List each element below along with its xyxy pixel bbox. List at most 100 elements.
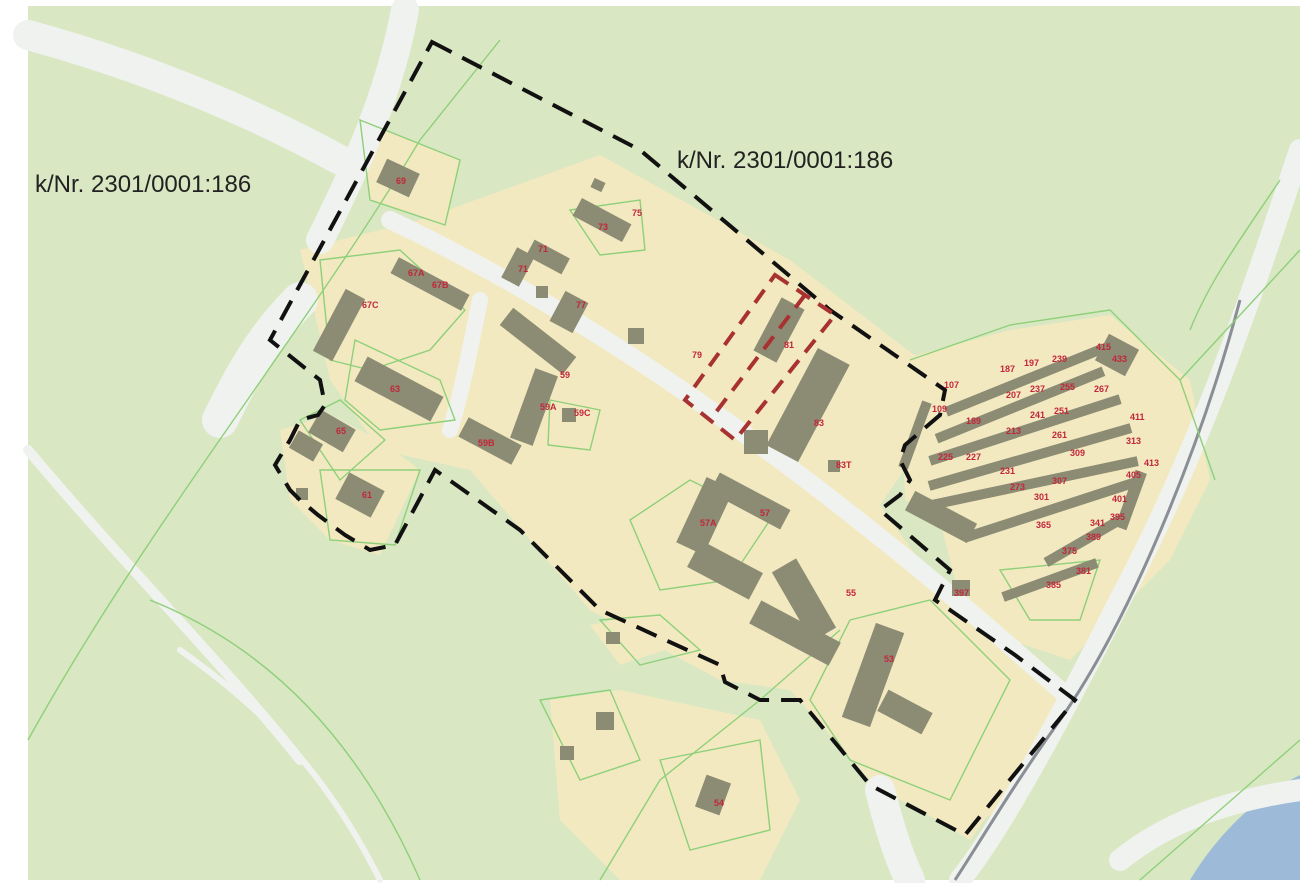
building-number: 415 [1096,342,1111,352]
building-number: 413 [1144,458,1159,468]
parcel-line-19 [1189,179,1281,331]
building-number: 341 [1090,518,1105,528]
parcel-line-5 [298,399,387,482]
building-number: 83 [814,418,824,428]
building-54 [694,774,732,816]
road-south [865,775,925,883]
cluster-row-2 [934,366,1106,444]
parcel-line-8 [547,399,601,451]
parcel-line-20 [149,599,421,881]
building-71b [526,239,570,275]
building-number: 65 [336,426,346,436]
building-number: 197 [1024,358,1039,368]
study-boundary [267,39,1078,838]
building-number: 83T [836,460,852,470]
building-59b [458,417,522,465]
building-number: 231 [1000,466,1015,476]
cluster-row-5 [931,456,1139,510]
building-number: 53 [884,654,894,664]
building-number: 59 [560,370,570,380]
road-east [949,139,1300,883]
building-number: 55 [846,588,856,598]
cluster-row-1 [944,343,1106,417]
building-number: 375 [1062,546,1077,556]
building-83 [766,347,850,463]
building-number: 395 [1110,512,1125,522]
building-south-b [560,746,574,760]
building-397 [904,490,978,544]
building-55b [749,600,841,666]
building-73 [572,198,632,242]
building-number: 63 [390,384,400,394]
building-number: 75 [632,208,642,218]
parcel-line-2 [359,118,461,226]
building-number: 405 [1126,470,1141,480]
building-number: 67B [432,280,449,290]
parcel-line-7 [568,199,646,256]
parcel-line-9 [629,479,772,591]
building-south-c [606,632,620,644]
parcel-line-13 [659,739,771,851]
building-59c [562,408,576,422]
building-number: 255 [1060,382,1075,392]
road-north-west [13,20,355,175]
building-77 [549,290,589,334]
building-number: 433 [1112,354,1127,364]
building-63 [354,356,444,422]
building-number: 59C [574,408,591,418]
building-number: 313 [1126,436,1141,446]
cadastral-label-north: k/Nr. 2301/0001:186 [677,147,893,174]
building-number: 401 [1112,494,1127,504]
road-main-diagonal [381,211,1069,699]
building-number: 187 [1000,364,1015,374]
building-number: 389 [1086,532,1101,542]
building-number: 61 [362,490,372,500]
parcel-line-11 [598,614,702,666]
building-number: 67A [408,268,425,278]
building-number: 273 [1010,482,1025,492]
parcel-line-17 [1179,249,1300,381]
building-number: 239 [1052,354,1067,364]
building-number: 77 [576,300,586,310]
parcel-line-10 [809,599,1011,801]
cluster-row-6 [962,477,1138,543]
road-southeast-corner [1109,779,1300,871]
building-65 [308,409,356,453]
building-61 [335,472,385,518]
building-number: 57 [760,508,770,518]
cluster-row-8 [1001,558,1099,602]
building-number: 67C [362,300,379,310]
building-number: 69 [396,176,406,186]
building-71 [501,247,535,287]
building-number: 71 [518,264,528,274]
parcel-line-18 [1139,739,1300,881]
building-65b [288,430,324,462]
building-number-labels: 69 75 73 71 71 67A 67B 67C 77 79 81 83 8… [336,176,1159,808]
cluster-row-4 [927,423,1133,491]
building-number: 59A [540,402,557,412]
parcel-line-6 [319,469,421,546]
parcel-line-4 [344,338,456,431]
building-75 [590,177,606,193]
building-67c [312,288,366,362]
building-number: 107 [944,380,959,390]
building-57 [709,472,791,530]
parcel-line-14 [599,629,841,881]
building-number: 79 [692,350,702,360]
building-number: 261 [1052,430,1067,440]
building-number: 73 [598,222,608,232]
building-number: 307 [1052,476,1067,486]
building-number: 381 [1076,566,1091,576]
building-number: 109 [932,404,947,414]
building-number: 251 [1054,406,1069,416]
cluster-col-2 [1094,333,1140,377]
building-83t [828,460,840,472]
building-69 [376,158,420,198]
building-71c [536,286,548,298]
building-number: 207 [1006,390,1021,400]
margin-left [0,0,28,883]
housing-cluster [898,333,1147,602]
building-number: 267 [1094,384,1109,394]
